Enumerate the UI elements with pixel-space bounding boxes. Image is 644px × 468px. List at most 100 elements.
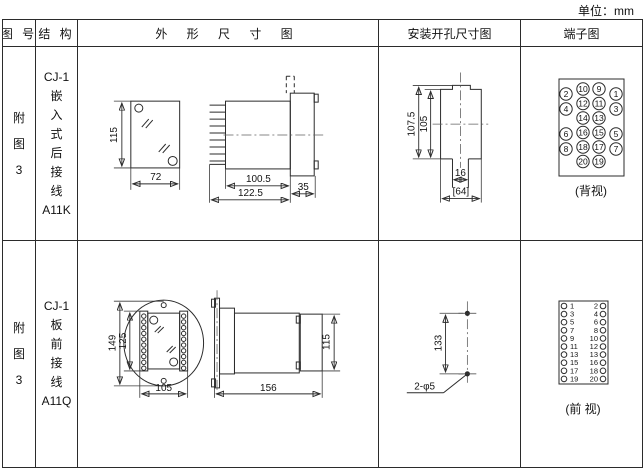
terminal-2: 2 — [594, 302, 598, 311]
back-view-caption: (背视) — [575, 183, 607, 198]
dim-107-5-label: 107.5 — [407, 111, 418, 136]
row1-figure-no: 附 图 3 — [3, 47, 36, 241]
structure-text: CJ-1 嵌 入 式 后 接 线 A11K — [42, 69, 71, 217]
header-install-dims: 安装开孔尺寸图 — [379, 20, 521, 47]
terminal-19: 19 — [570, 374, 578, 383]
terminal-18: 18 — [578, 142, 588, 152]
dim-72-label: 72 — [150, 171, 162, 182]
terminal-block-outline — [558, 300, 609, 385]
terminal-7: 7 — [570, 326, 574, 335]
terminal-18: 18 — [590, 366, 598, 375]
dim-115-label: 115 — [322, 334, 333, 350]
figure-no-text: 附 图 3 — [12, 321, 25, 387]
screw-hole — [169, 357, 179, 367]
cutout-outline — [440, 84, 482, 188]
terminal-8: 8 — [594, 326, 598, 335]
glass-hatch-icon — [154, 325, 177, 354]
mount-hole — [160, 377, 167, 384]
r1-outline-svg: 115 72 — [109, 75, 327, 241]
terminal-16: 16 — [578, 127, 588, 137]
terminal-2: 2 — [564, 89, 569, 99]
terminal-15: 15 — [594, 127, 604, 137]
r1-side-view: 100.5 122.5 35 — [209, 75, 327, 203]
dim-149-label: 149 — [107, 334, 118, 351]
screw-hole — [134, 103, 144, 113]
terminal-6: 6 — [564, 129, 569, 139]
terminal-4: 4 — [564, 104, 569, 114]
terminal-9: 9 — [570, 334, 574, 343]
dim-105-label: 105 — [419, 115, 430, 132]
terminal-7: 7 — [614, 144, 619, 154]
screw-hole — [167, 155, 178, 166]
terminal-19: 19 — [594, 156, 604, 166]
r2-front-view: 149 125 105 — [107, 299, 205, 398]
dim-105-label: 105 — [155, 383, 172, 394]
dim-122-5-label: 122.5 — [238, 187, 263, 198]
r1-terminal-svg: 2 4 6 8 10 12 14 16 18 20 9 11 13 15 17 … — [558, 78, 625, 198]
phantom-outline — [285, 75, 295, 93]
row1-structure: CJ-1 嵌 入 式 后 接 线 A11K — [36, 47, 78, 241]
r2-terminal-svg: 1 2 3 4 5 6 7 8 9 10 11 12 13 13 15 16 1 — [558, 300, 609, 416]
terminal-5: 5 — [570, 318, 574, 327]
terminal-block-outline — [558, 78, 625, 176]
row2-terminal-diagram: 1 2 3 4 5 6 7 8 9 10 11 12 13 13 15 16 1 — [521, 241, 642, 467]
terminal-13: 13 — [594, 113, 604, 123]
terminal-12: 12 — [590, 342, 598, 351]
front-view-caption: (前 视) — [565, 401, 600, 416]
terminal-pins — [209, 104, 226, 161]
terminal-8: 8 — [564, 144, 569, 154]
row2-outline-drawing: 149 125 105 — [78, 241, 379, 467]
r1-front-view: 115 72 — [109, 100, 181, 190]
r1-install-svg: 107.5 105 16 [64] — [407, 72, 489, 203]
r2-side-view: 115 156 — [211, 290, 341, 398]
hole-callout-leader — [406, 373, 468, 394]
glass-hatch-icon — [141, 118, 171, 153]
row2-figure-no: 附 图 3 — [3, 241, 36, 467]
dim-125-label: 125 — [118, 332, 129, 349]
terminal-9: 9 — [597, 84, 602, 94]
terminal-13: 13 — [570, 350, 578, 359]
terminal-screw-columns — [141, 313, 187, 371]
terminal-4: 4 — [594, 310, 598, 319]
figure-no-text: 附 图 3 — [12, 110, 25, 177]
dim-115-label: 115 — [109, 126, 120, 142]
screw-hole — [149, 315, 159, 325]
terminal-17: 17 — [594, 142, 604, 152]
dim-64-label: [64] — [453, 186, 470, 197]
hole-callout-label: 2-φ5 — [414, 382, 435, 393]
terminal-3: 3 — [570, 310, 574, 319]
r2-outline-svg: 149 125 105 — [107, 290, 341, 398]
terminal-1: 1 — [614, 89, 619, 99]
dim-35-label: 35 — [298, 181, 310, 192]
terminal-16: 16 — [590, 358, 598, 367]
dim-133-label: 133 — [434, 334, 445, 351]
row2-structure: CJ-1 板 前 接 线 A11Q — [36, 241, 78, 467]
terminal-20: 20 — [578, 156, 588, 166]
terminal-rows-front-view: 1 2 3 4 5 6 7 8 9 10 11 12 13 13 15 16 1 — [560, 302, 607, 383]
terminal-20: 20 — [590, 374, 598, 383]
terminal-10: 10 — [590, 334, 598, 343]
row1-terminal-diagram: 2 4 6 8 10 12 14 16 18 20 9 11 13 15 17 … — [521, 47, 642, 241]
terminal-14-pos: 13 — [590, 350, 598, 359]
row1-outline-drawing: 115 72 — [78, 47, 379, 241]
terminal-15: 15 — [570, 358, 578, 367]
terminal-11: 11 — [595, 98, 604, 108]
dim-100-5-label: 100.5 — [246, 173, 271, 184]
header-outline-dims: 外 形 尺 寸 图 — [78, 20, 379, 47]
terminal-11: 11 — [570, 342, 578, 351]
terminal-circles-back-view: 2 4 6 8 10 12 14 16 18 20 9 11 13 15 17 … — [559, 81, 623, 168]
terminal-6: 6 — [594, 318, 598, 327]
terminal-3: 3 — [614, 104, 619, 114]
terminal-1: 1 — [570, 302, 574, 311]
terminal-17: 17 — [570, 366, 578, 375]
row2-install-drawing: 133 2-φ5 — [379, 241, 521, 467]
terminal-10: 10 — [578, 84, 588, 94]
terminal-12: 12 — [578, 98, 588, 108]
header-terminal-diagram: 端子图 — [521, 20, 642, 47]
mount-hole — [160, 302, 167, 309]
dim-156-label: 156 — [260, 383, 277, 394]
panel-bezel — [289, 92, 315, 176]
spec-table: 图 号 结 构 外 形 尺 寸 图 安装开孔尺寸图 端子图 附 图 3 CJ-1… — [2, 19, 643, 468]
dim-16-label: 16 — [455, 167, 467, 178]
